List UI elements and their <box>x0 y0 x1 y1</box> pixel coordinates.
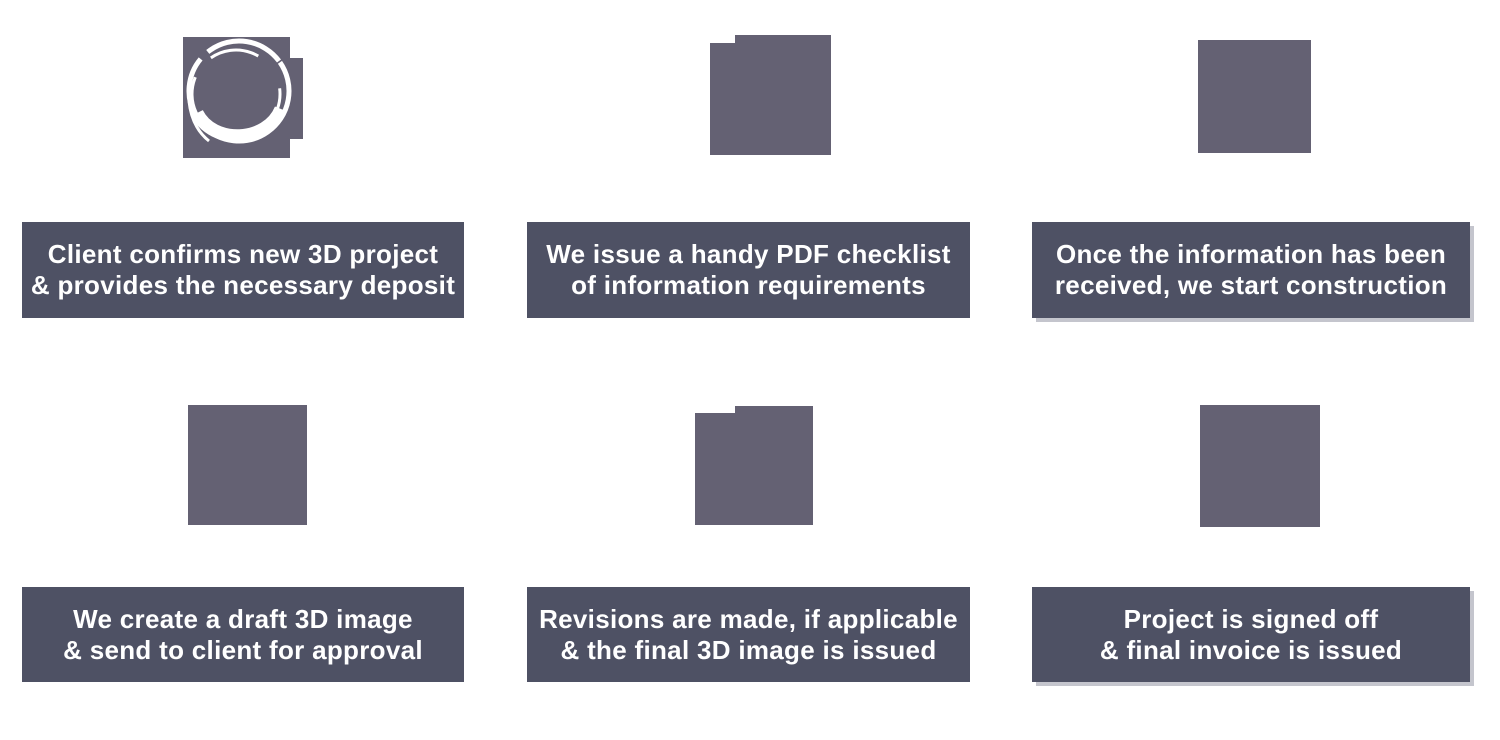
step-1-label: Client confirms new 3D project& provides… <box>30 239 456 300</box>
layered-square-icon <box>710 35 831 155</box>
step-5-label: Revisions are made, if applicable& the f… <box>539 603 958 665</box>
step-4-label-bar: We create a draft 3D image& send to clie… <box>22 587 464 682</box>
step-5-label-bar: Revisions are made, if applicable& the f… <box>527 587 970 682</box>
square-icon <box>1198 40 1311 153</box>
square-icon <box>188 405 307 525</box>
square-icon <box>1200 405 1320 527</box>
sketch-circle-square-icon <box>183 37 303 158</box>
step-4-label: We create a draft 3D image& send to clie… <box>63 603 423 665</box>
step-1-label-bar: Client confirms new 3D project& provides… <box>22 222 464 318</box>
step-6-label: Project is signed off& final invoice is … <box>1099 603 1403 665</box>
step-6-label-bar: Project is signed off& final invoice is … <box>1032 587 1470 682</box>
layered-square-icon <box>695 406 813 525</box>
